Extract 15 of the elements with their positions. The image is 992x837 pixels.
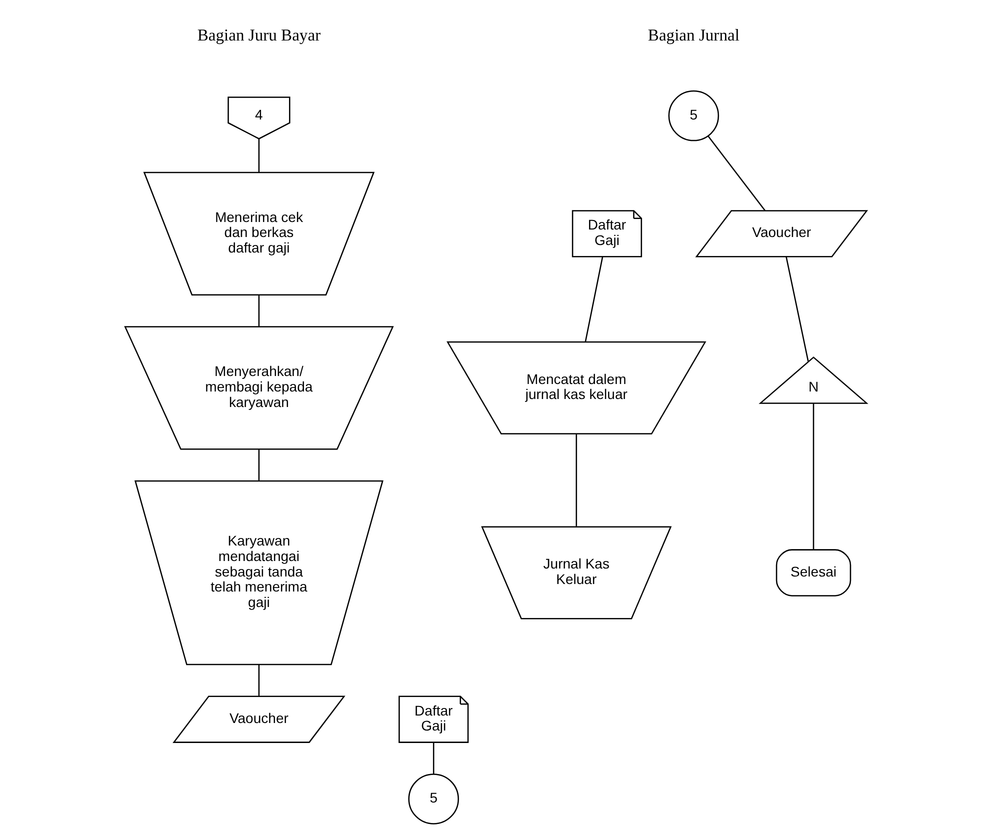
connector — [258, 664, 260, 696]
connector — [786, 256, 809, 362]
connector — [584, 256, 604, 342]
connector — [432, 742, 434, 774]
node-box: Selesai — [776, 549, 852, 596]
connector — [258, 449, 260, 481]
connector — [812, 403, 814, 550]
connector — [258, 294, 260, 327]
connector — [708, 136, 766, 211]
connector — [576, 434, 578, 526]
label: Bagian Juru Bayar — [197, 26, 321, 44]
node-circle: 5 — [668, 90, 720, 142]
node-circle: 5 — [408, 774, 459, 824]
label: Bagian Jurnal — [648, 26, 740, 44]
connector — [258, 138, 260, 172]
